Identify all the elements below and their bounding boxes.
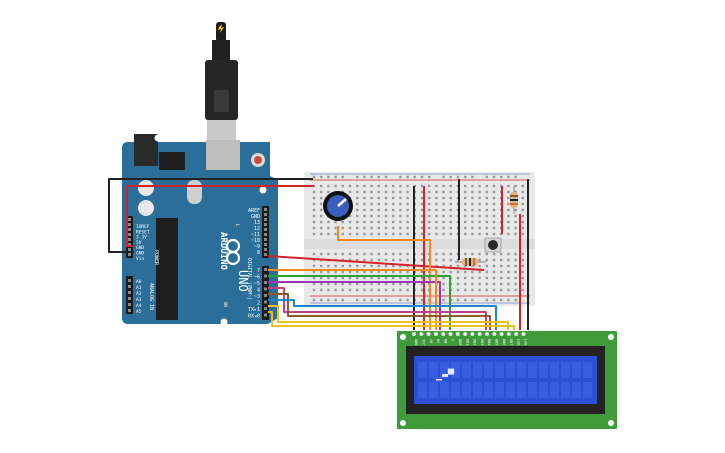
digital-pin-label: RX◂0 (248, 314, 260, 320)
digital-pin-label: 12 (254, 226, 260, 232)
lcd-pin[interactable] (499, 332, 504, 336)
analog-header[interactable] (126, 276, 133, 314)
analog-pin-label: A2 (136, 291, 142, 297)
digital-pin-label: ~9 (254, 244, 260, 250)
wire-5v-rail (126, 185, 314, 247)
power-pin-label: RESET (136, 229, 150, 235)
digital-pin-label: GND (251, 214, 260, 220)
atmega-chip (156, 218, 178, 320)
wire-pin2-blue (268, 299, 497, 330)
analog-pin-label: A4 (136, 303, 142, 309)
digital-pin-label: AREF (248, 208, 260, 214)
arduino-logo-icon (225, 238, 241, 266)
lcd-pin[interactable] (485, 332, 489, 336)
digital-pin-label: ~6 (254, 275, 260, 281)
lcd-pin[interactable] (477, 332, 482, 336)
power-pin-label: 3.3V (136, 235, 147, 241)
lcd-pin-label: DB2 (473, 339, 477, 345)
power-pin-label: IOREF (136, 224, 150, 230)
digital-pin-label: 2 (257, 301, 260, 307)
lcd-pin-label: LED (524, 339, 528, 345)
resistor-2 (510, 186, 518, 214)
analog-label: ANALOG IN (148, 283, 154, 310)
analog-pin-label: A5 (136, 309, 142, 315)
wire-gnd-rail (108, 178, 313, 253)
arduino-uno-board[interactable]: ARDUINO UNO ON L POWER ANALOG IN DIGITAL… (122, 134, 278, 326)
power-jack (134, 134, 158, 166)
lcd-pin-label: DB1 (465, 339, 469, 345)
lcd-pin-label: E (451, 339, 455, 341)
digital-pin-label: ~11 (251, 232, 260, 238)
digital-header-high[interactable] (262, 206, 269, 258)
digital-label: DIGITAL (PWM~) (246, 258, 252, 300)
digital-pin-label: 8 (257, 250, 260, 256)
lcd-pin[interactable] (455, 332, 460, 336)
push-button[interactable] (484, 237, 502, 253)
wire-red-pin9 (267, 255, 485, 271)
wire-pin0-yellow (268, 311, 515, 330)
lcd-pin-label: DB4 (487, 339, 491, 345)
power-pin-label: 5V (136, 240, 142, 246)
lcd-pin-label: DB5 (495, 339, 499, 345)
lcd-pin[interactable] (463, 332, 468, 336)
analog-pin-label: A1 (136, 285, 142, 291)
wire-pot-orange (337, 226, 431, 330)
digital-pin-label: 4 (257, 288, 260, 294)
lcd-pin[interactable] (448, 332, 453, 336)
power-header[interactable] (126, 216, 133, 258)
wire-pin6-orange (268, 269, 437, 330)
power-pin-label: Vin (136, 256, 144, 262)
board-model: UNO (236, 270, 250, 292)
wire-pin3-brown (268, 293, 491, 330)
lcd-screen-text: ▁▬▀ (435, 368, 455, 381)
lcd-pin[interactable] (521, 332, 526, 336)
lcd-pin-label: DB7 (509, 339, 513, 345)
lcd-pin-label: RS (436, 339, 440, 343)
lcd-pin[interactable] (441, 332, 446, 336)
lcd-pin-label: DB3 (480, 339, 484, 345)
resistor-1 (455, 258, 486, 266)
capacitor-icon (138, 180, 154, 196)
wire-pin4-purple (268, 281, 441, 330)
l-label: L (235, 224, 240, 227)
lcd-pin-label: DB6 (502, 339, 506, 345)
on-label: ON (223, 302, 228, 307)
lcd-pin-label: LED (516, 339, 520, 345)
digital-header-low[interactable] (262, 266, 269, 320)
lcd-pin[interactable] (514, 332, 519, 336)
digital-pin-label: ~3 (254, 294, 260, 300)
board-brand: ARDUINO (218, 232, 228, 271)
lcd-pin-label: GND (414, 339, 418, 345)
lcd-pin[interactable] (506, 332, 511, 336)
wire-pin1-yellow (268, 305, 509, 330)
lcd-pin[interactable] (470, 332, 475, 336)
lcd-pin-label: DB0 (458, 339, 462, 345)
wires (108, 178, 529, 330)
digital-pin-label: TX▸1 (248, 307, 260, 313)
digital-pin-label: ~5 (254, 281, 260, 287)
wire-pin3-pink (268, 287, 487, 330)
lcd-pin[interactable] (433, 332, 438, 336)
analog-pin-label: A0 (136, 279, 142, 285)
power-label: POWER (153, 250, 159, 266)
digital-pin-label: 7 (257, 268, 260, 274)
potentiometer[interactable] (323, 191, 353, 221)
power-pin-label: GND (136, 251, 144, 257)
lcd-pin[interactable] (426, 332, 431, 336)
crystal-icon (187, 180, 202, 204)
digital-pin-label: 13 (254, 220, 260, 226)
usb-port (206, 140, 240, 170)
lcd-pin[interactable] (492, 332, 497, 336)
lcd-pin-label: V0 (429, 339, 433, 343)
digital-pin-label: ~10 (251, 238, 260, 244)
lcd-pin[interactable] (419, 332, 424, 336)
lcd-pin-label: RW (443, 339, 447, 344)
lcd-pin[interactable] (412, 332, 416, 336)
analog-pin-label: A3 (136, 297, 142, 303)
power-pin-label: GND (136, 245, 144, 251)
lcd-pin-label: VCC (422, 339, 426, 345)
